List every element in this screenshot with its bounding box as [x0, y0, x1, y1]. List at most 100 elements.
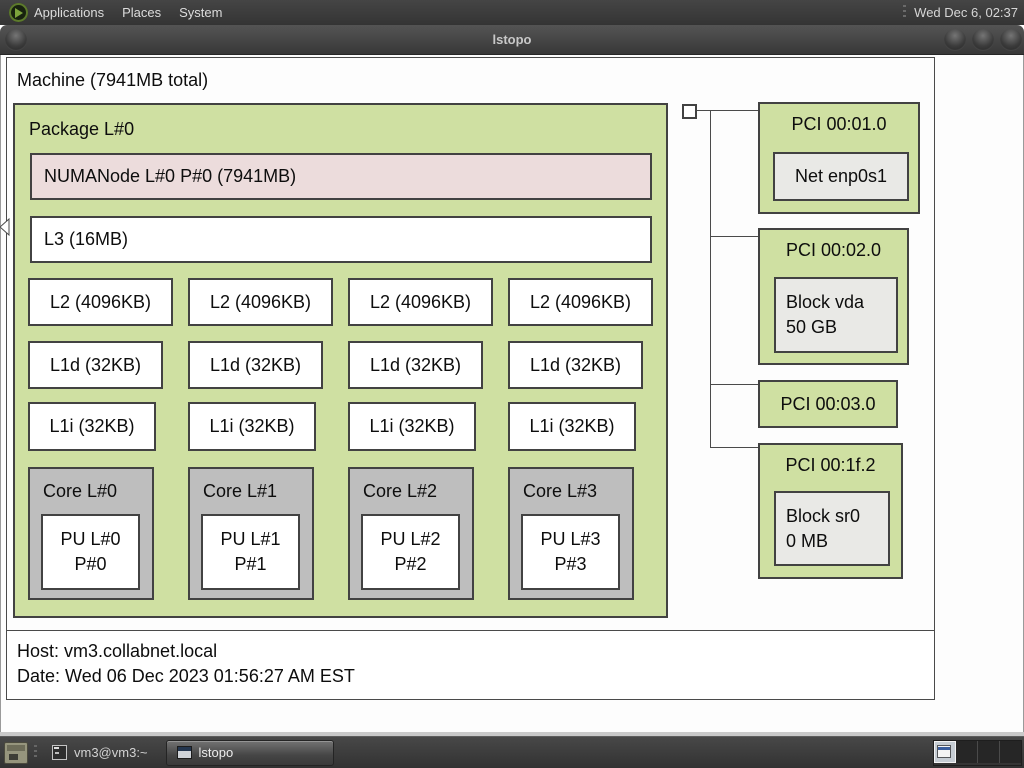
taskbar: vm3@vm3:~ lstopo	[0, 736, 1024, 768]
pci-box: PCI 00:03.0	[758, 380, 898, 428]
net-device-box: Net enp0s1	[773, 152, 909, 201]
window-bottom-edge	[0, 732, 1024, 736]
pu-label-line2: P#3	[554, 554, 587, 574]
pu-label-line2: P#1	[234, 554, 267, 574]
task-button-terminal-label: vm3@vm3:~	[74, 745, 148, 760]
l2-cache-box: L2 (4096KB)	[28, 278, 173, 326]
workspace-2[interactable]	[956, 740, 978, 763]
l1i-cache-box: L1i (32KB)	[508, 402, 636, 451]
workspace-4[interactable]	[1000, 740, 1021, 763]
l1i-cache-label: L1i (32KB)	[209, 416, 295, 436]
machine-label: Machine (7941MB total)	[17, 70, 209, 90]
legend-host: Host: vm3.collabnet.local	[17, 641, 218, 661]
l2-cache-label: L2 (4096KB)	[529, 291, 632, 312]
block-device-box: Block vda 50 GB	[774, 277, 898, 353]
pci-box: PCI 00:1f.2 Block sr0 0 MB	[758, 443, 903, 579]
distro-logo-icon	[9, 3, 28, 22]
pci-link-line	[710, 384, 758, 385]
net-device-label: Net enp0s1	[794, 166, 888, 186]
l3-cache-box: L3 (16MB)	[30, 216, 652, 263]
window-icon	[176, 746, 192, 759]
core-label: Core L#3	[523, 481, 598, 501]
window-menu-button[interactable]	[5, 29, 27, 51]
pu-label-line1: PU L#0	[60, 529, 121, 549]
pu-label-line1: PU L#3	[540, 529, 601, 549]
l2-cache-label: L2 (4096KB)	[369, 291, 472, 312]
pu-box: PU L#2 P#2	[361, 514, 460, 590]
clock-applet[interactable]: Wed Dec 6, 02:37	[914, 5, 1018, 20]
pci-label: PCI 00:1f.2	[785, 455, 876, 475]
system-menu-label: System	[179, 5, 223, 20]
window-title: lstopo	[492, 32, 532, 47]
pu-box: PU L#1 P#1	[201, 514, 300, 590]
numanode-label: NUMANode L#0 P#0 (7941MB)	[44, 166, 297, 186]
minimize-button[interactable]	[944, 29, 966, 51]
block-device-box: Block sr0 0 MB	[774, 491, 890, 566]
pci-label: PCI 00:02.0	[785, 240, 882, 260]
workspace-3[interactable]	[978, 740, 1000, 763]
mouse-cursor	[0, 218, 10, 236]
l1i-cache-label: L1i (32KB)	[49, 416, 135, 436]
block-device-label-line1: Block vda	[786, 292, 865, 312]
l2-cache-label: L2 (4096KB)	[49, 291, 152, 312]
l1i-cache-box: L1i (32KB)	[348, 402, 476, 451]
task-button-lstopo-label: lstopo	[198, 745, 234, 760]
hostbridge-connector	[682, 104, 697, 119]
pci-link-line	[710, 236, 758, 237]
l1i-cache-label: L1i (32KB)	[369, 416, 455, 436]
block-device-label-line2: 0 MB	[786, 530, 829, 551]
show-desktop-button[interactable]	[4, 741, 28, 764]
package-label: Package L#0	[29, 119, 135, 139]
workspace-1[interactable]	[934, 740, 956, 763]
terminal-icon	[52, 745, 67, 760]
core-label: Core L#1	[203, 481, 278, 501]
l2-cache-box: L2 (4096KB)	[188, 278, 333, 326]
block-device-label-line1: Block sr0	[786, 505, 861, 526]
pci-box: PCI 00:02.0 Block vda 50 GB	[758, 228, 909, 365]
pci-link-line	[697, 110, 758, 111]
pu-box: PU L#0 P#0	[41, 514, 140, 590]
system-menu[interactable]: System	[170, 0, 231, 25]
l1d-cache-box: L1d (32KB)	[188, 341, 323, 389]
l2-cache-box: L2 (4096KB)	[348, 278, 493, 326]
applet-drag-handle[interactable]	[903, 5, 907, 20]
core-label: Core L#2	[363, 481, 438, 501]
l1d-cache-label: L1d (32KB)	[209, 354, 302, 375]
maximize-button[interactable]	[972, 29, 994, 51]
pu-box: PU L#3 P#3	[521, 514, 620, 590]
pci-label: PCI 00:01.0	[791, 114, 887, 134]
l2-cache-label: L2 (4096KB)	[209, 291, 312, 312]
workspace-window-icon	[937, 744, 951, 758]
l1i-cache-label: L1i (32KB)	[529, 416, 615, 436]
l1d-cache-box: L1d (32KB)	[348, 341, 483, 389]
places-menu[interactable]: Places	[113, 0, 170, 25]
task-button-lstopo[interactable]: lstopo	[165, 739, 334, 766]
pci-trunk-line	[710, 110, 711, 448]
l1d-cache-label: L1d (32KB)	[49, 354, 142, 375]
core-box: Core L#2 PU L#2 P#2	[348, 467, 474, 600]
pci-box: PCI 00:01.0 Net enp0s1	[758, 102, 920, 214]
block-device-label-line2: 50 GB	[786, 317, 838, 337]
pu-label-line2: P#2	[394, 554, 427, 574]
l1d-cache-box: L1d (32KB)	[508, 341, 643, 389]
numanode-box: NUMANode L#0 P#0 (7941MB)	[30, 153, 652, 200]
core-box: Core L#1 PU L#1 P#1	[188, 467, 314, 600]
applications-menu-label: Applications	[34, 5, 105, 20]
l1i-cache-box: L1i (32KB)	[188, 402, 316, 451]
legend-box: Host: vm3.collabnet.local Date: Wed 06 D…	[6, 630, 935, 700]
top-panel: Applications Places System Wed Dec 6, 02…	[0, 0, 1024, 25]
pu-label-line1: PU L#1	[220, 529, 281, 549]
l1d-cache-label: L1d (32KB)	[529, 354, 622, 375]
l1d-cache-box: L1d (32KB)	[28, 341, 163, 389]
pci-link-line	[710, 447, 758, 448]
l2-cache-box: L2 (4096KB)	[508, 278, 653, 326]
places-menu-label: Places	[122, 5, 162, 20]
workspace-switcher	[933, 739, 1022, 766]
core-box: Core L#3 PU L#3 P#3	[508, 467, 634, 600]
close-button[interactable]	[1000, 29, 1022, 51]
l1d-cache-label: L1d (32KB)	[369, 354, 462, 375]
window-titlebar[interactable]: lstopo	[0, 25, 1024, 55]
pu-label-line1: PU L#2	[380, 529, 441, 549]
applications-menu[interactable]: Applications	[0, 0, 113, 25]
task-button-terminal[interactable]: vm3@vm3:~	[42, 740, 158, 766]
